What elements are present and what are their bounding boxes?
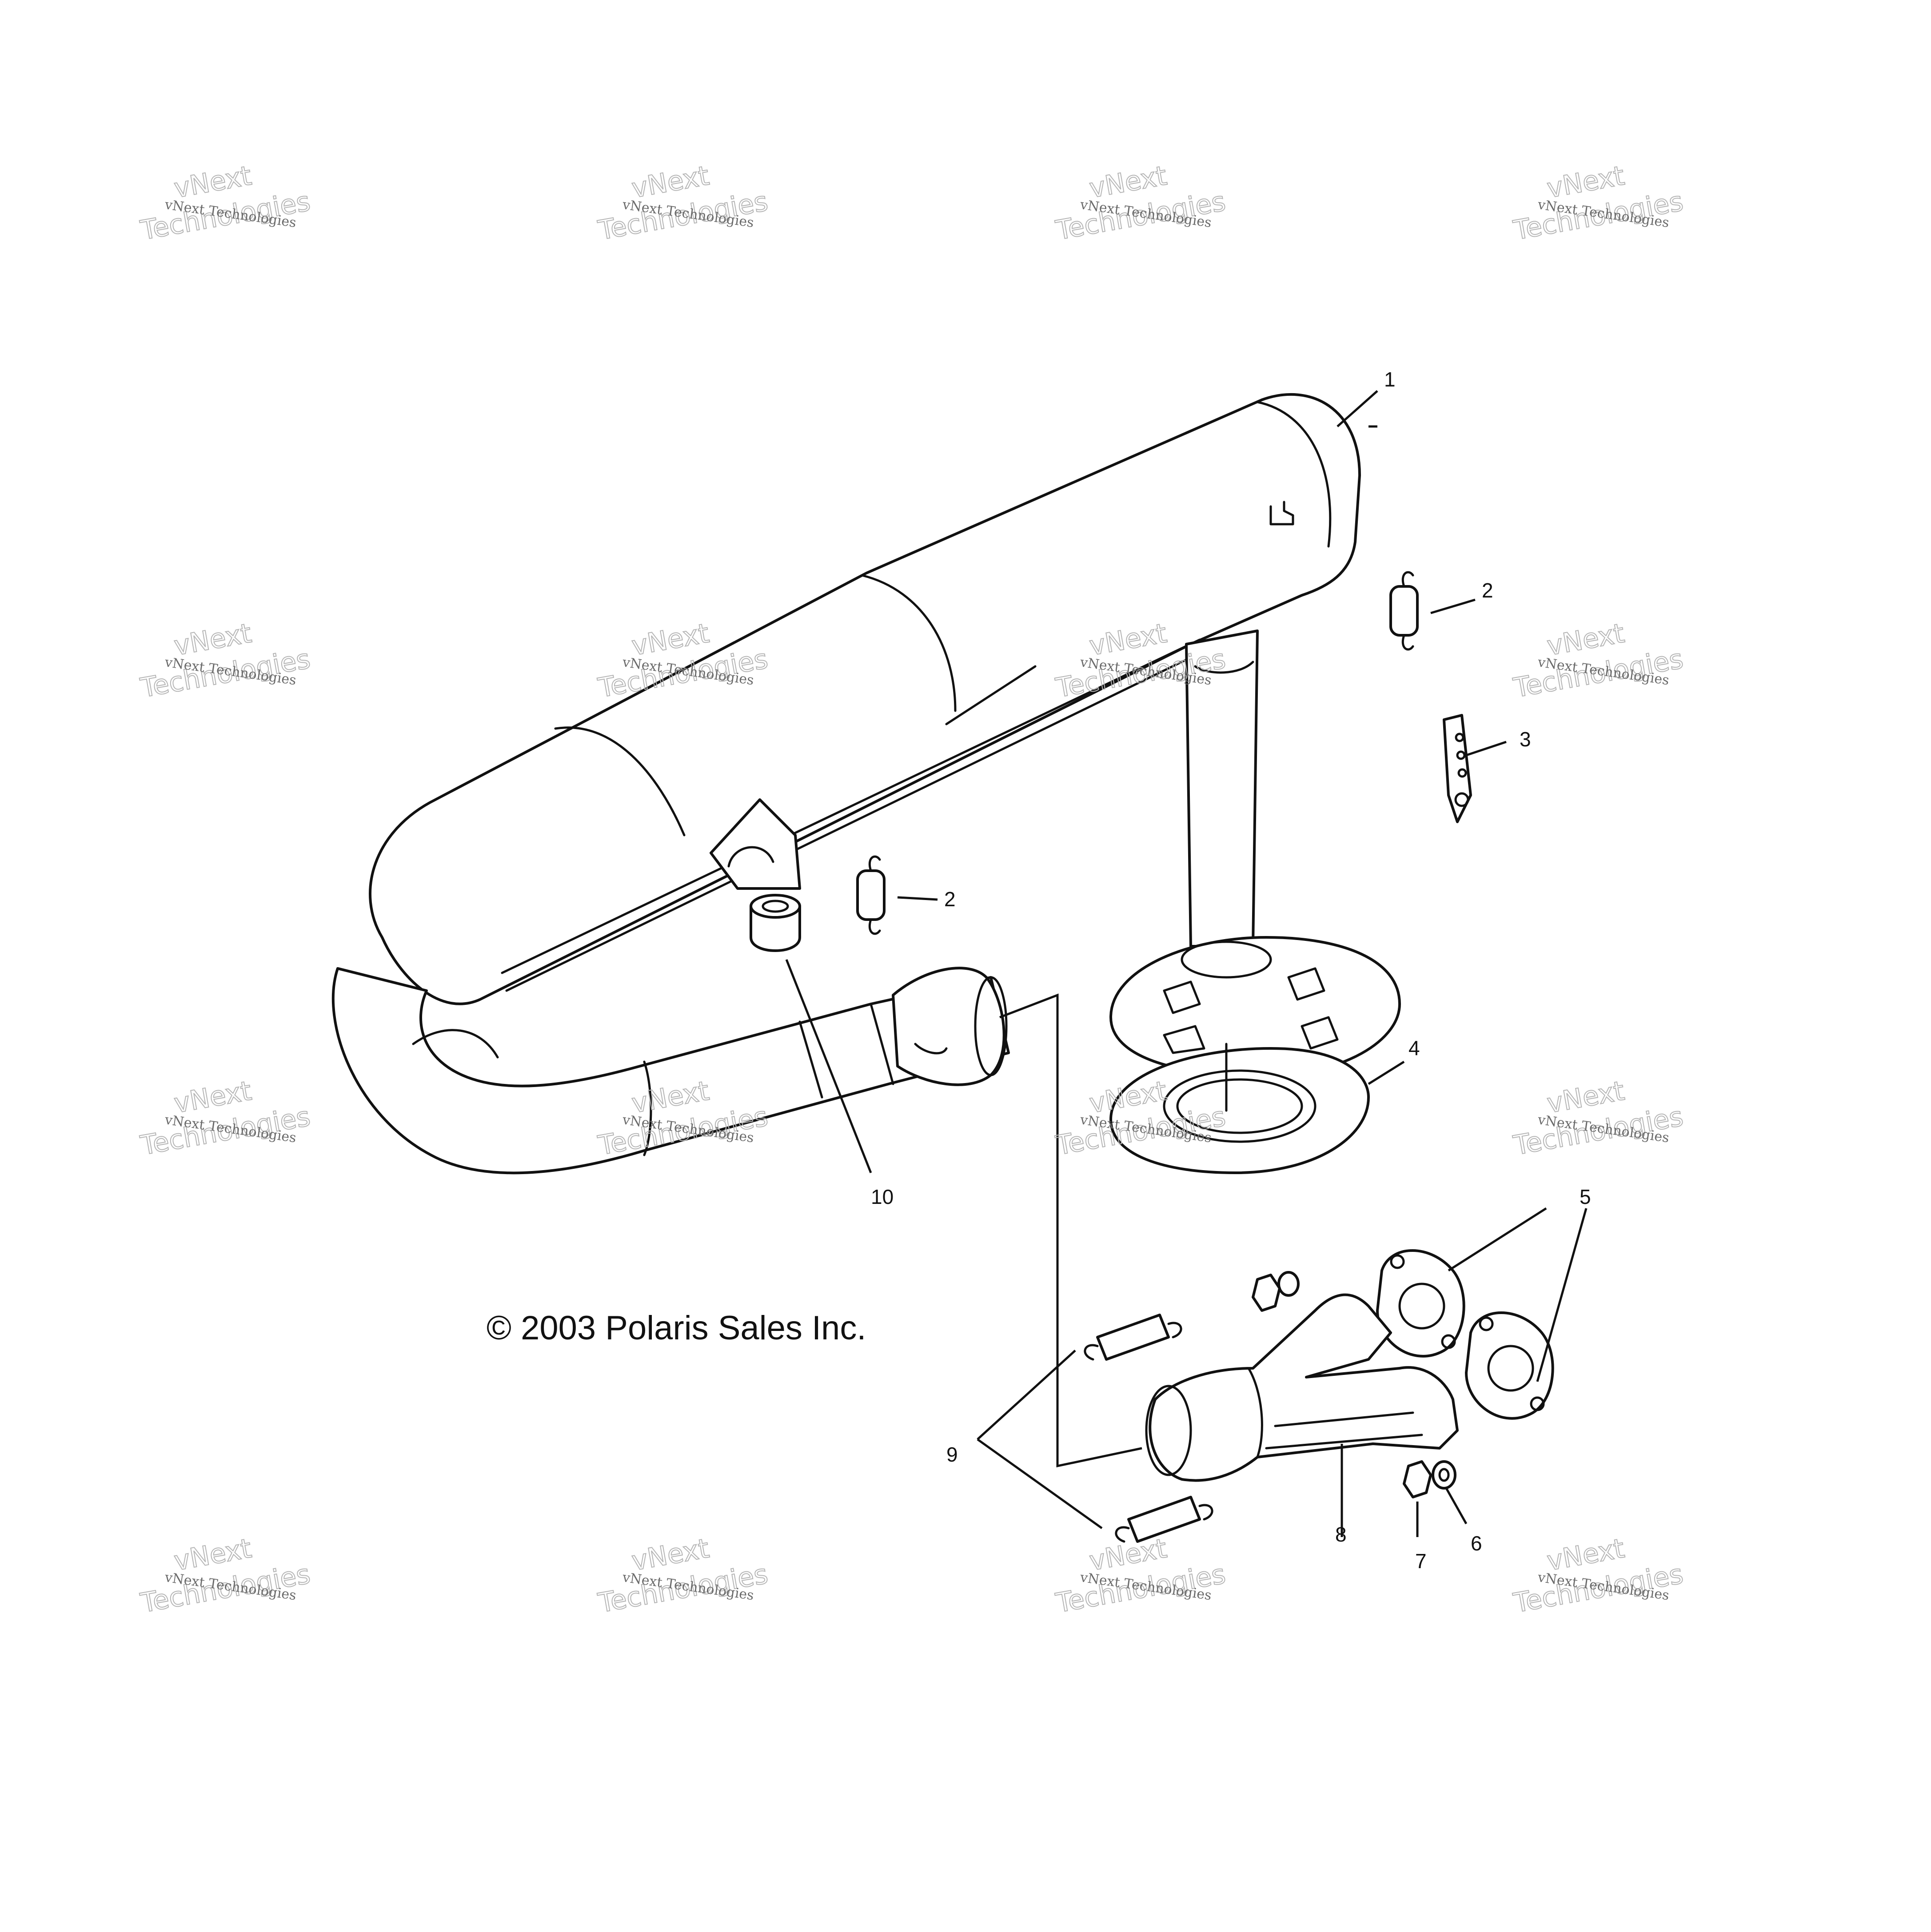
callout-5: 5 (1580, 1185, 1591, 1208)
part-7-nut (1403, 1460, 1432, 1498)
callout-2-lower: 2 (944, 888, 956, 911)
part-2-spring-upper (1389, 571, 1419, 651)
callout-9: 9 (946, 1443, 958, 1466)
copyright-notice: © 2003 Polaris Sales Inc. (487, 1309, 866, 1347)
part-8-y-pipe (1145, 1293, 1459, 1482)
watermark: vNext Technologies vNext Technologies (138, 617, 313, 704)
watermark: vNext Technologies vNext Technologies (1511, 1075, 1686, 1162)
part-9-spring-upper (1084, 1314, 1182, 1361)
watermark: vNext Technologies vNext Technologies (595, 1532, 771, 1619)
callout-1: 1 (1384, 368, 1396, 391)
watermark: vNext Technologies vNext Technologies (1511, 159, 1686, 247)
part-6-washer-upper (1277, 1271, 1300, 1297)
watermarks: vNext Technologies vNext Technologies vN… (138, 159, 1686, 1619)
watermark: vNext Technologies vNext Technologies (1053, 1532, 1229, 1619)
watermark: vNext Technologies vNext Technologies (138, 1075, 313, 1162)
callout-7: 7 (1415, 1550, 1427, 1573)
callout-3: 3 (1520, 728, 1531, 751)
watermark: vNext Technologies vNext Technologies (138, 1532, 313, 1619)
part-9-spring-lower (1115, 1496, 1213, 1543)
watermark: vNext Technologies vNext Technologies (138, 159, 313, 247)
watermark: vNext Technologies vNext Technologies (1511, 617, 1686, 704)
callout-10: 10 (871, 1185, 894, 1208)
part-10-grommet (750, 894, 801, 952)
callout-6: 6 (1471, 1532, 1482, 1555)
callout-4: 4 (1408, 1036, 1420, 1060)
watermark: vNext Technologies vNext Technologies (1511, 1532, 1686, 1619)
callouts: 1 2 2 3 4 5 6 7 8 9 10 (871, 368, 1591, 1573)
part-1-muffler (331, 393, 1401, 1175)
part-5-gasket-lower (1465, 1311, 1554, 1420)
callout-2-upper: 2 (1482, 579, 1493, 602)
watermark: vNext Technologies vNext Technologies (595, 159, 771, 247)
part-7-nut-upper (1252, 1274, 1281, 1312)
leader-lines (785, 390, 1588, 1537)
part-4-gasket (1109, 1043, 1370, 1174)
part-3-bracket (1443, 714, 1472, 823)
watermark: vNext Technologies vNext Technologies (1053, 159, 1229, 247)
part-5-gasket-upper (1376, 1249, 1465, 1358)
part-6-washer (1432, 1460, 1456, 1490)
callout-8: 8 (1335, 1523, 1347, 1546)
part-2-spring-lower (856, 855, 886, 935)
